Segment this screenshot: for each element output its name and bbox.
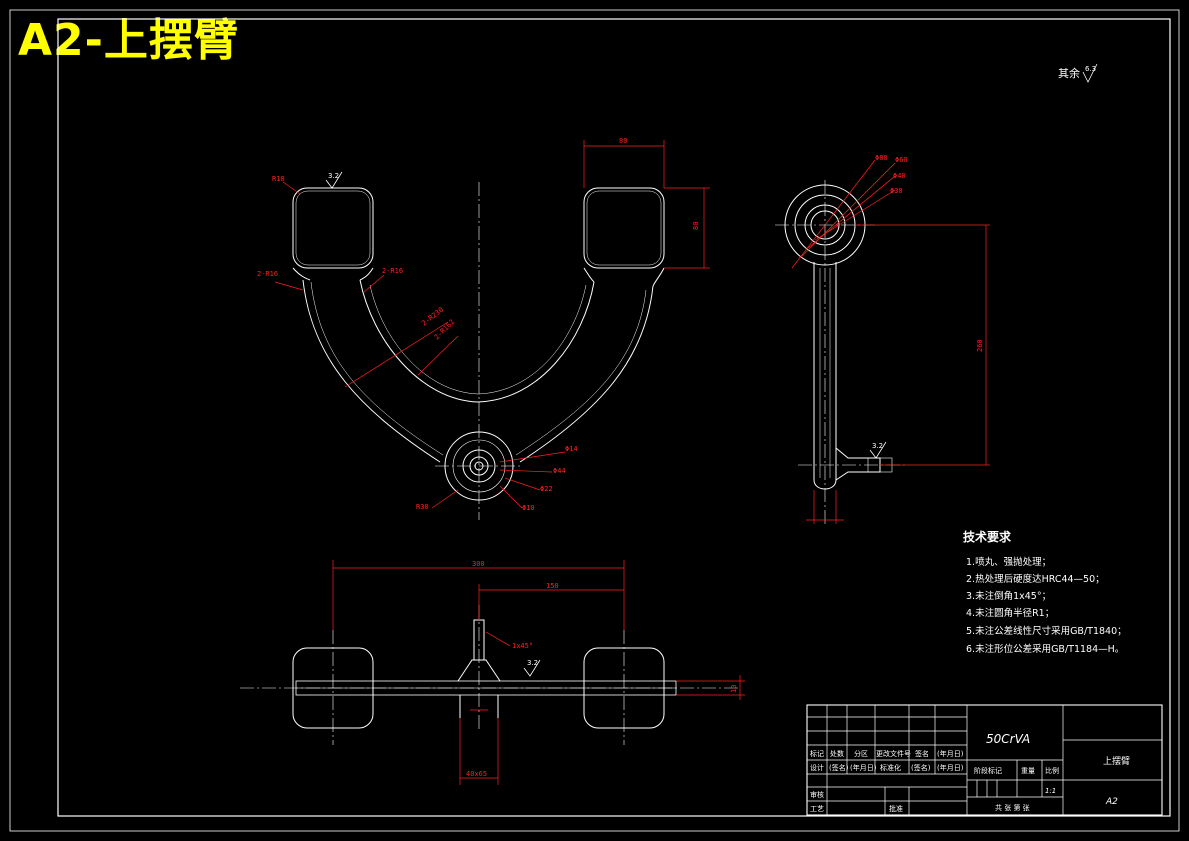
sheet-inner-border <box>57 18 1171 817</box>
dim-d-center-3: Φ22 <box>540 485 553 493</box>
tb-sheets-label: 共 张 第 张 <box>995 803 1030 812</box>
right-boss <box>583 187 665 269</box>
dim-plan-thickness: 10 <box>730 685 738 693</box>
dim-d-center-4: Φ10 <box>522 504 535 512</box>
roughness-value-general: 6.3 <box>1085 65 1096 73</box>
tb-stage-label: 阶段标记 <box>974 766 1002 775</box>
tb-label: 分区 <box>854 749 868 758</box>
drawing-title: A2-上摆臂 <box>18 15 239 66</box>
dim-r-left-blend: 2-R16 <box>257 270 278 278</box>
right-arm-outer <box>519 285 654 463</box>
tech-req-item: 4.未注圆角半径R1； <box>966 607 1054 619</box>
inner-arc <box>359 279 595 403</box>
dim-r-outer-arc: 2-R230 <box>420 306 445 328</box>
roughness-plan: 3.2 <box>527 659 538 667</box>
dim-d-center-2: Φ44 <box>553 467 566 475</box>
tb-label: 更改文件号 <box>876 749 911 758</box>
tech-req-list: 1.喷丸、强抛处理； 2.热处理后硬度达HRC44—50； 3.未注倒角1x45… <box>966 556 1127 655</box>
tb-design: 标准化 <box>880 763 901 772</box>
dim-side-d1: Φ80 <box>875 154 888 162</box>
roughness-front: 3.2 <box>328 172 339 180</box>
tb-label: 签名 <box>915 749 929 758</box>
surface-note: 其余 <box>1058 66 1080 80</box>
dim-side-length: 260 <box>976 339 984 352</box>
tb-weight-label: 重量 <box>1021 767 1035 775</box>
title-block-material: 50CrVA <box>986 732 1030 746</box>
front-view <box>292 187 665 501</box>
dim-d-center-1: Φ14 <box>565 445 578 453</box>
tech-req-item: 2.热处理后硬度达HRC44—50； <box>966 573 1105 585</box>
tech-req-item: 3.未注倒角1x45°； <box>966 590 1051 602</box>
tb-design: 设计 <box>810 763 824 772</box>
roughness-side: 3.2 <box>872 442 883 450</box>
roughness-symbol-general <box>1082 63 1098 83</box>
left-arm-outer <box>302 279 441 463</box>
tb-design: (签名) <box>911 763 931 772</box>
tech-req-heading: 技术要求 <box>963 529 1012 544</box>
tb-scale-value: 1:1 <box>1045 787 1056 795</box>
tb-process-label: 工艺 <box>810 805 824 813</box>
dim-plan-width: 300 <box>472 560 485 568</box>
dim-r-top-left: R10 <box>272 175 285 183</box>
tb-review-label: 审核 <box>810 790 824 799</box>
tech-req-item: 1.喷丸、强抛处理； <box>966 556 1051 568</box>
tb-design: (年月日) <box>850 763 877 772</box>
dim-front-height: 80 <box>692 222 700 230</box>
tech-req-item: 6.未注形位公差采用GB/T1184—H。 <box>966 643 1124 655</box>
plan-dimensions <box>332 560 745 785</box>
title-block-part-name: 上摆臂 <box>1103 755 1130 767</box>
front-dimensions <box>274 140 710 509</box>
tb-design: (签名) <box>829 763 849 772</box>
plan-view <box>292 619 677 729</box>
tb-approve-label: 批准 <box>889 804 903 813</box>
dim-front-top-width: 80 <box>619 137 627 145</box>
dim-side-d2: Φ60 <box>895 156 908 164</box>
dim-plan-half: 150 <box>546 582 559 590</box>
side-dimensions <box>791 159 990 524</box>
dim-r-right-blend: 2-R16 <box>382 267 403 275</box>
tech-req-item: 5.未注公差线性尺寸采用GB/T1840； <box>966 625 1127 637</box>
sheet-outer-border <box>9 9 1180 832</box>
title-block-grid <box>806 704 1163 816</box>
tb-label: 处数 <box>830 749 844 758</box>
dim-side-d3: Φ40 <box>893 172 906 180</box>
dim-plan-hole: 40x65 <box>466 770 487 778</box>
tb-label: (年月日) <box>937 749 964 758</box>
dim-r-bottom: R30 <box>416 503 429 511</box>
tb-design: (年月日) <box>937 763 964 772</box>
left-boss <box>292 187 374 269</box>
title-block-drawing-no: A2 <box>1105 797 1118 807</box>
tb-scale-label: 比例 <box>1045 766 1059 775</box>
dim-plan-chamfer: 1x45° <box>512 642 533 650</box>
tb-label: 标记 <box>810 749 824 758</box>
dim-side-d4: Φ30 <box>890 187 903 195</box>
